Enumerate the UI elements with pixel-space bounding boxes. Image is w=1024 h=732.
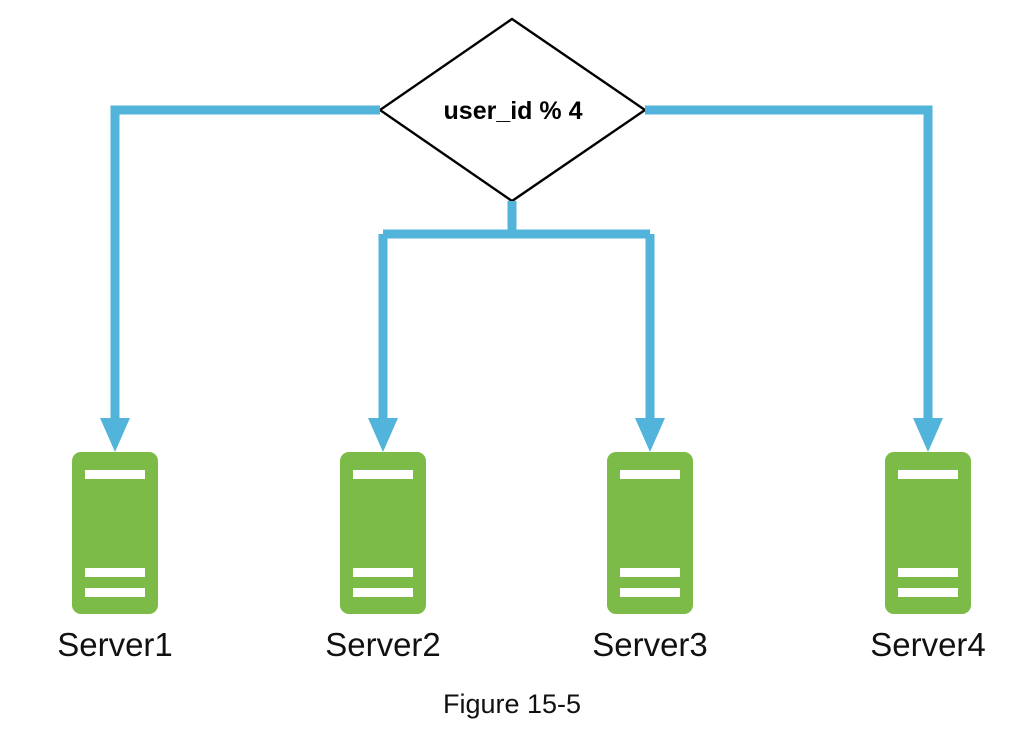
arrowhead-server2 <box>368 418 398 452</box>
server-label-4: Server4 <box>870 626 986 663</box>
server-icon-2[interactable] <box>340 452 426 614</box>
arrowhead-server1 <box>100 418 130 452</box>
server-slot-mid <box>85 568 145 577</box>
server-label-2: Server2 <box>325 626 441 663</box>
decision-label: user_id % 4 <box>443 97 583 125</box>
server-icon-3[interactable] <box>607 452 693 614</box>
arrowhead-server3 <box>635 418 665 452</box>
branch-wire-server1 <box>110 105 380 418</box>
server-slot-mid <box>353 568 413 577</box>
server-icon-1[interactable] <box>72 452 158 614</box>
server-slot-top <box>353 470 413 479</box>
server-slot-bottom <box>85 588 145 597</box>
branch-wire-server4 <box>645 105 933 418</box>
server-slot-bottom <box>353 588 413 597</box>
server-slot-bottom <box>898 588 958 597</box>
server-label-3: Server3 <box>592 626 708 663</box>
server-icon-4[interactable] <box>885 452 971 614</box>
server-slot-top <box>620 470 680 479</box>
server-slot-mid <box>898 568 958 577</box>
server-slot-mid <box>620 568 680 577</box>
figure-caption: Figure 15-5 <box>442 689 582 719</box>
server-slot-top <box>85 470 145 479</box>
arrowhead-server4 <box>913 418 943 452</box>
server-slot-top <box>898 470 958 479</box>
server-label-1: Server1 <box>57 626 173 663</box>
server-slot-bottom <box>620 588 680 597</box>
